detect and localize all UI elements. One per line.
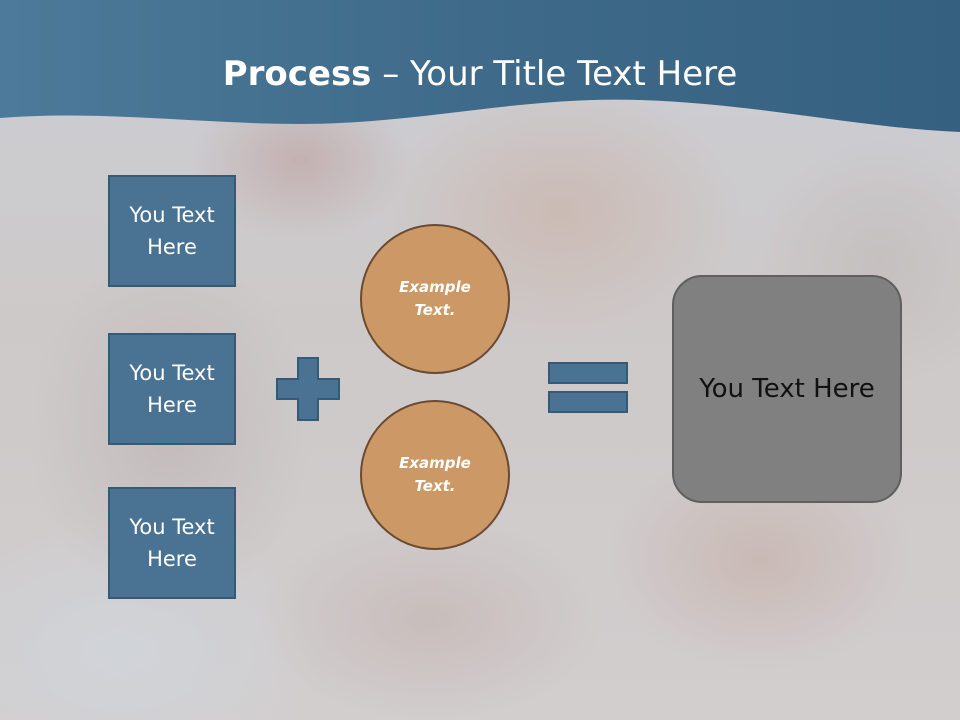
slide-title: Process – Your Title Text Here [0,52,960,96]
text-box-label: You Text Here [129,515,215,571]
text-box-label: You Text Here [129,203,215,259]
circle-1[interactable]: Example Text. [360,224,510,374]
title-rest-text: – Your Title Text Here [371,54,738,94]
title-banner [0,0,960,132]
text-box-2[interactable]: You Text Here [108,333,236,445]
text-box-label: You Text Here [129,361,215,417]
equals-sign-icon [548,362,628,413]
text-box-3[interactable]: You Text Here [108,487,236,599]
text-box-1[interactable]: You Text Here [108,175,236,287]
result-box[interactable]: You Text Here [672,275,902,503]
circle-2[interactable]: Example Text. [360,400,510,550]
plus-sign-icon [276,357,340,421]
result-box-label: You Text Here [699,374,875,404]
circle-label: Example Text. [399,454,471,495]
circle-label: Example Text. [399,278,471,319]
title-bold-text: Process [222,54,372,94]
